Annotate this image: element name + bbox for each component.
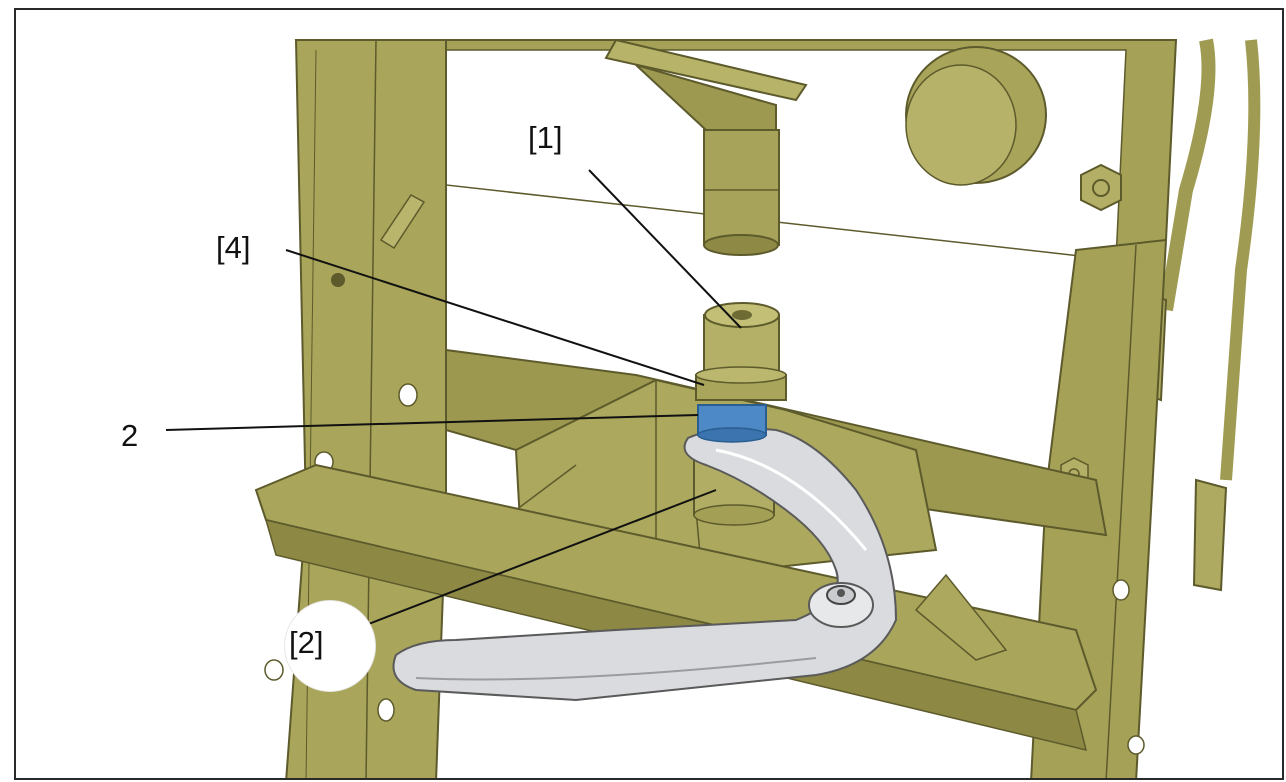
frame-nut-top [1080,163,1122,212]
hose-fitting-2 [1192,478,1228,592]
ram-tip [703,234,779,256]
leader-2 [365,489,717,626]
leader-1 [588,169,742,329]
leader-4 [285,249,705,386]
callout-label-1: [1] [528,120,563,155]
gauge-face [905,64,1017,186]
callout-label-4: [4] [216,230,251,265]
ram-cylinder [703,129,780,246]
bed-bracket [914,573,1008,661]
callout-circle [284,600,376,692]
diagram-frame: [1] [4] 2 [2] [14,8,1284,780]
frame-pin [379,194,426,250]
callout-label-2: [2] [289,625,324,660]
hydraulic-hose-1 [1159,38,1216,312]
leader-2-part [165,414,699,431]
ram-plate [604,38,808,102]
press-illustration [165,38,1261,778]
control-arm [392,427,898,702]
hydraulic-hose-2 [1220,39,1261,481]
callout-label-2-part: 2 [121,418,139,453]
